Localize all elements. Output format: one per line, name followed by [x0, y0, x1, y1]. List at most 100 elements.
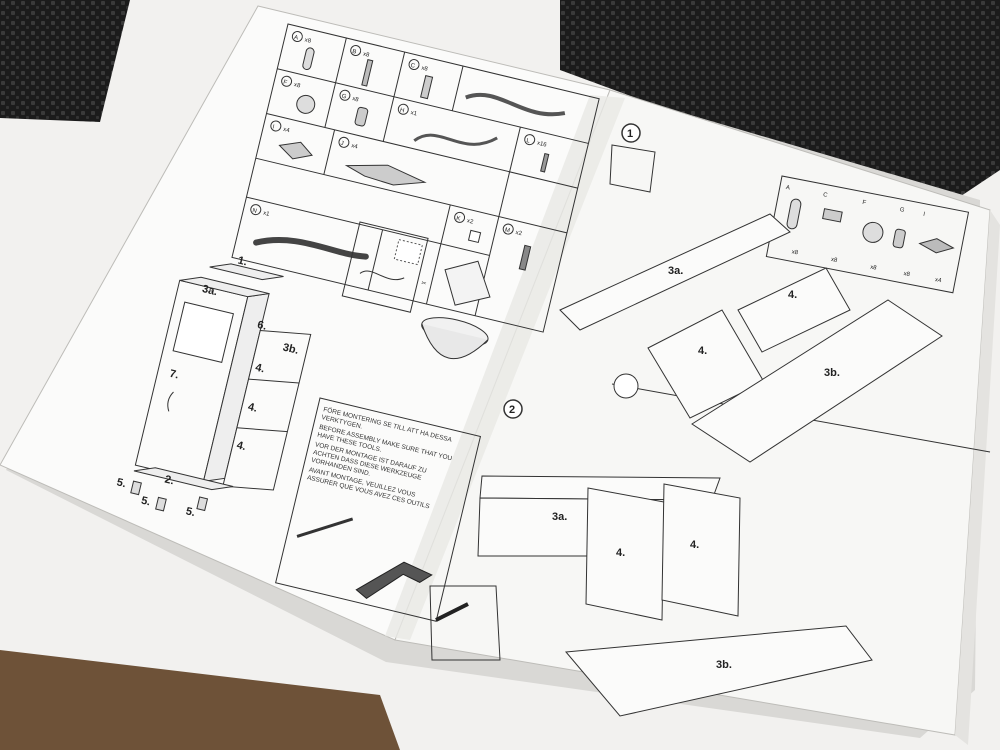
- part-cell-c: C x8: [408, 59, 434, 100]
- panel-4-upper: [737, 267, 851, 353]
- parts-table: A x8 B x8 C x8 F x8 G x8: [231, 23, 600, 333]
- part-cell-j: J x4: [338, 136, 427, 186]
- part-letter: I: [272, 124, 275, 130]
- part-letter: N: [252, 208, 258, 215]
- handle-screw-icon: [518, 244, 532, 271]
- screw-icon: [420, 74, 434, 100]
- part-letter: A: [293, 35, 298, 42]
- cabinet-label: 4.: [254, 362, 266, 376]
- cabinet-exploded-view: 1. 3a. 6. 3b. 4. 7. 4. 4. 2. 5. 5. 5.: [115, 255, 312, 519]
- cabinet-label: 5.: [140, 495, 152, 509]
- part-letter: G: [341, 94, 347, 101]
- part-cell-n: N x1: [250, 204, 369, 260]
- cabinet-label: 4.: [247, 401, 259, 415]
- step-number: 1: [627, 128, 633, 140]
- cabinet-label: 1.: [237, 255, 249, 269]
- part-letter: M: [504, 227, 510, 234]
- part-letter: J: [340, 141, 344, 148]
- part-qty: x4: [934, 277, 942, 284]
- wooden-dowel-icon: [302, 47, 315, 71]
- cabinet-label: 4.: [235, 439, 247, 453]
- part-letter: K: [456, 216, 461, 223]
- hinge-plate-icon: [278, 141, 313, 160]
- cabinet-label: 7.: [168, 368, 180, 382]
- part-qty: x16: [536, 141, 547, 149]
- panel-label: 3b.: [824, 367, 840, 379]
- part-qty: x8: [304, 37, 312, 44]
- door-handle-icon: [253, 237, 369, 260]
- part-cell-h: H x1: [397, 103, 498, 146]
- part-letter: I: [923, 212, 926, 218]
- panel-label: 4.: [698, 345, 707, 357]
- part-qty: x2: [515, 230, 523, 237]
- part-qty: x8: [421, 65, 429, 72]
- bracket-icon: [413, 133, 498, 146]
- packaging-pictogram: [341, 221, 429, 313]
- panel-label: 4.: [788, 289, 797, 301]
- cabinet-label: 6.: [256, 319, 268, 333]
- panel-3b: [691, 299, 943, 463]
- part-cell-b: B x8: [350, 45, 374, 87]
- panel-label: 3b.: [716, 659, 732, 671]
- placemat-left: [0, 0, 130, 122]
- screwdriver-icon: [435, 602, 469, 622]
- cabinet-hinge-icon: [344, 164, 427, 186]
- part-letter: B: [352, 49, 357, 56]
- scissors-icon: ✂: [420, 281, 426, 288]
- part-cell-k: K x2: [454, 211, 482, 244]
- part-qty: x1: [410, 110, 418, 117]
- cam-lock-icon: [296, 94, 316, 114]
- part-cell-a: A x8: [291, 31, 315, 71]
- part-qty: x8: [830, 257, 838, 264]
- step-1: 1 A x8 C x8 F x8 G x8 I x4 3a. 4. 4. 3b.: [559, 123, 991, 463]
- part-letter: G: [899, 207, 905, 214]
- knob-base-icon: [467, 229, 482, 244]
- part-qty: x8: [362, 51, 370, 58]
- wooden-floor: [0, 650, 400, 750]
- tool-detail-box: [429, 585, 501, 661]
- cabinet-label: 5.: [115, 476, 127, 490]
- part-qty: x2: [466, 218, 474, 225]
- panel-label: 4.: [690, 539, 699, 551]
- dowel-icon: [786, 198, 802, 230]
- part-letter: A: [785, 185, 790, 192]
- part-letter: C: [823, 192, 829, 199]
- part-cell-m: M x2: [502, 223, 532, 271]
- part-qty: x1: [262, 211, 270, 218]
- step-2: 2 3a. 4. 4. 3b.: [429, 399, 873, 717]
- part-qty: x8: [791, 249, 799, 256]
- part-letter: H: [399, 108, 405, 115]
- panel-label: 4.: [616, 547, 625, 559]
- step-number: 2: [509, 404, 515, 416]
- placemat-right: [560, 0, 1000, 210]
- part-qty: x8: [293, 82, 301, 89]
- part-cell-f: F x8: [281, 75, 316, 114]
- cam-bolt-icon: [361, 59, 374, 87]
- cam-lock-detail-icon: [613, 373, 639, 399]
- part-qty: x4: [282, 127, 290, 134]
- part-letter: L: [526, 138, 531, 145]
- shelf-pin-icon: [354, 106, 369, 127]
- page-stack-edge: [955, 210, 1000, 745]
- screwdriver-icon: [296, 517, 354, 538]
- panel-3a: [559, 213, 791, 331]
- panel-4-left: [585, 487, 665, 621]
- panel-label: 3a.: [668, 265, 683, 277]
- part-cell-i: I x4: [270, 120, 313, 160]
- tip-box: [609, 144, 656, 193]
- cabinet-label: 5.: [185, 505, 197, 519]
- part-qty: x8: [352, 96, 360, 103]
- spring-hinge-icon: [465, 92, 566, 117]
- step1-parts-strip: A x8 C x8 F x8 G x8 I x4: [765, 175, 970, 294]
- cam-lock-icon: [862, 221, 884, 243]
- panel-3b: [565, 625, 873, 717]
- panel-label: 3a.: [552, 511, 567, 523]
- hammer-icon: [355, 561, 433, 600]
- part-qty: x8: [903, 271, 911, 278]
- part-letter: F: [862, 200, 867, 207]
- cabinet-label: 3b.: [282, 341, 300, 356]
- part-qty: x8: [870, 265, 878, 272]
- panel-4-right: [661, 483, 741, 617]
